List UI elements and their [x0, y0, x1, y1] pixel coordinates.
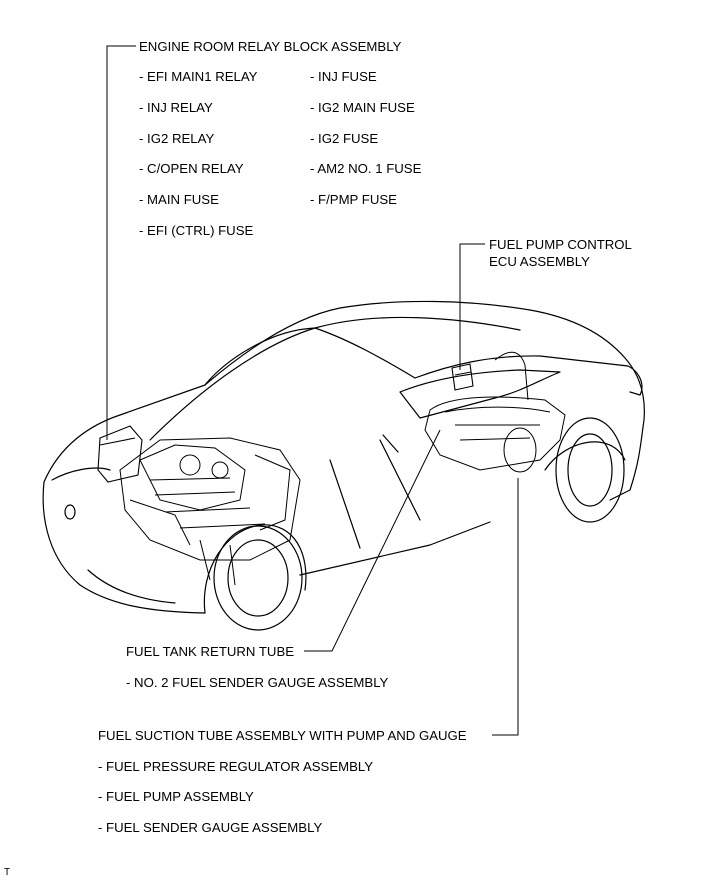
leader-lines — [106, 45, 519, 736]
fuel-pump-ecu-label-line2: ECU ASSEMBLY — [489, 254, 590, 269]
rear-tire — [555, 417, 625, 523]
engine-room-relay-title: ENGINE ROOM RELAY BLOCK ASSEMBLY — [139, 39, 402, 54]
relay-item-am2-no1-fuse: - AM2 NO. 1 FUSE — [310, 161, 422, 176]
corner-mark: T — [4, 867, 11, 878]
relay-item-f-pmp-fuse: - F/PMP FUSE — [310, 192, 397, 207]
relay-item-c-open-relay: - C/OPEN RELAY — [139, 161, 244, 176]
car-lower-outline — [42, 481, 206, 614]
side-window — [399, 369, 561, 419]
windshield — [149, 327, 416, 441]
relay-item-efi-main1: - EFI MAIN1 RELAY — [139, 69, 258, 84]
suction-item-sender-gauge: - FUEL SENDER GAUGE ASSEMBLY — [98, 820, 323, 835]
relay-item-efi-ctrl-fuse: - EFI (CTRL) FUSE — [139, 223, 254, 238]
front-tire — [213, 525, 303, 631]
fuel-pump-ecu-unit — [451, 363, 474, 391]
relay-item-main-fuse: - MAIN FUSE — [139, 192, 219, 207]
suction-tube-title: FUEL SUCTION TUBE ASSEMBLY WITH PUMP AND… — [98, 728, 467, 743]
rear-wheel-arch — [544, 441, 626, 471]
car-body-outline — [43, 300, 645, 501]
relay-item-inj-fuse: - INJ FUSE — [310, 69, 377, 84]
relay-item-ig2-relay: - IG2 RELAY — [139, 131, 215, 146]
relay-item-ig2-main-fuse: - IG2 MAIN FUSE — [310, 100, 415, 115]
relay-item-inj-relay: - INJ RELAY — [139, 100, 213, 115]
relay-block — [97, 425, 143, 483]
relay-item-ig2-fuse: - IG2 FUSE — [310, 131, 379, 146]
fuel-pump-ecu-label-line1: FUEL PUMP CONTROL — [489, 237, 632, 252]
engine-assembly — [119, 437, 301, 586]
return-tube-item-sender-gauge: - NO. 2 FUEL SENDER GAUGE ASSEMBLY — [126, 675, 389, 690]
return-tube-title: FUEL TANK RETURN TUBE — [126, 644, 295, 659]
suction-item-pressure-regulator: - FUEL PRESSURE REGULATOR ASSEMBLY — [98, 759, 374, 774]
suction-item-fuel-pump: - FUEL PUMP ASSEMBLY — [98, 789, 254, 804]
front-wheel — [203, 524, 307, 614]
fuel-tank — [424, 351, 566, 473]
